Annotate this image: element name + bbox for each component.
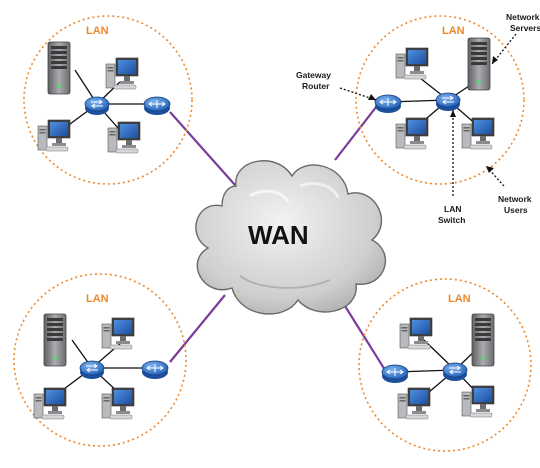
- server-icon: [43, 313, 67, 367]
- switch-icon: [79, 360, 105, 380]
- lan-label-top-left: LAN: [86, 25, 109, 37]
- desktop-icon: [101, 317, 135, 350]
- router-icon: [141, 360, 169, 380]
- server-icon: [47, 41, 71, 95]
- annotation-network-servers-line2: Servers: [510, 23, 540, 33]
- desktop-icon: [105, 57, 139, 90]
- annotation-network-users-line2: Users: [504, 205, 528, 215]
- lan-top-left: [37, 41, 171, 154]
- annotation-lan-switch-line2: Switch: [438, 215, 465, 225]
- lan-bottom-left: [33, 313, 169, 420]
- annotation-gateway-router-line2: Router: [302, 81, 330, 91]
- link-top-left: [169, 111, 236, 186]
- lan-circle-top-right: [355, 15, 525, 185]
- router-icon: [381, 364, 409, 384]
- router-icon: [143, 96, 171, 116]
- annotation-gateway-router-line1: Gateway: [296, 70, 331, 80]
- annotation-network-users-line1: Network: [498, 194, 532, 204]
- lan-label-bottom-left: LAN: [86, 293, 109, 305]
- desktop-icon: [397, 387, 431, 420]
- lan-circle-bottom-left: [13, 273, 187, 447]
- desktop-icon: [101, 387, 135, 420]
- link-top-right: [334, 101, 381, 161]
- switch-icon: [84, 96, 110, 116]
- switch-icon: [435, 92, 461, 112]
- link-bottom-left: [169, 294, 226, 363]
- desktop-icon: [399, 317, 433, 350]
- desktop-icon: [395, 117, 429, 150]
- desktop-icon: [395, 47, 429, 80]
- desktop-icon: [461, 117, 495, 150]
- desktop-icon: [461, 385, 495, 418]
- lan-label-top-right: LAN: [442, 25, 465, 37]
- cloud-icon: [195, 160, 387, 315]
- lan-top-right: [339, 33, 517, 196]
- server-icon: [471, 313, 495, 367]
- lan-circle-top-left: [23, 15, 193, 185]
- desktop-icon: [33, 387, 67, 420]
- switch-icon: [442, 362, 468, 382]
- router-icon: [374, 94, 402, 114]
- server-icon: [467, 37, 491, 91]
- desktop-icon: [107, 121, 141, 154]
- desktop-icon: [37, 119, 71, 152]
- lan-circle-bottom-right: [358, 278, 532, 452]
- lan-label-bottom-right: LAN: [448, 293, 471, 305]
- annotation-lan-switch-line1: LAN: [444, 204, 461, 214]
- lan-bottom-right: [381, 313, 495, 420]
- annotation-network-servers-line1: Network: [506, 12, 540, 22]
- wan-label: WAN: [248, 220, 309, 250]
